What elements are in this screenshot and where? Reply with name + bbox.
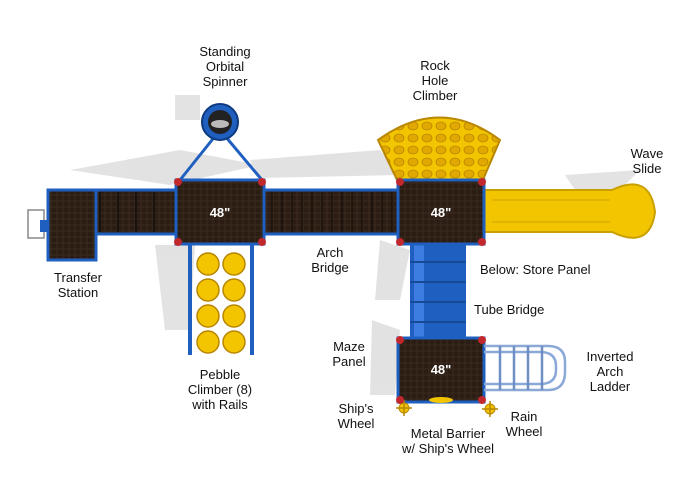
label-store-panel: Below: Store Panel (480, 262, 591, 277)
label-rain-wheel: Rain Wheel (505, 409, 543, 439)
deck-left: 48" (174, 178, 266, 246)
ships-wheel (396, 400, 412, 416)
rock-hole-climber (376, 116, 502, 183)
deck-height-label: 48" (431, 362, 452, 377)
rain-wheel (482, 401, 498, 417)
label-tube-bridge: Tube Bridge (474, 302, 545, 317)
label-metal-barrier: Metal Barrier w/ Ship's Wheel (401, 426, 495, 456)
label-ships-wheel: Ship's Wheel (337, 401, 375, 431)
tube-bridge (410, 244, 466, 338)
transfer-station (27, 188, 180, 262)
label-wave-slide: Wave Slide (630, 146, 664, 176)
deck-height-label: 48" (210, 205, 231, 220)
inverted-arch-ladder (484, 344, 567, 392)
label-pebble-climber: Pebble Climber (8) with Rails (187, 367, 253, 412)
pebble-climber (188, 244, 254, 355)
deck-right: 48" (396, 178, 486, 246)
deck-bottom: 48" (396, 336, 486, 404)
post-clamps (174, 178, 486, 404)
orbital-spinner (178, 103, 264, 181)
label-arch-bridge: Arch Bridge (311, 245, 349, 275)
ground-shadows (70, 95, 640, 395)
wave-slide (483, 183, 657, 239)
label-maze-panel: Maze Panel (332, 339, 366, 369)
label-inverted-ladder: Inverted Arch Ladder (586, 349, 634, 394)
label-spinner: Standing Orbital Spinner (199, 44, 251, 89)
label-rock-climber: Rock Hole Climber (412, 58, 458, 103)
arch-bridge (262, 188, 404, 236)
label-transfer-station: Transfer Station (54, 270, 102, 300)
deck-height-label: 48" (431, 205, 452, 220)
